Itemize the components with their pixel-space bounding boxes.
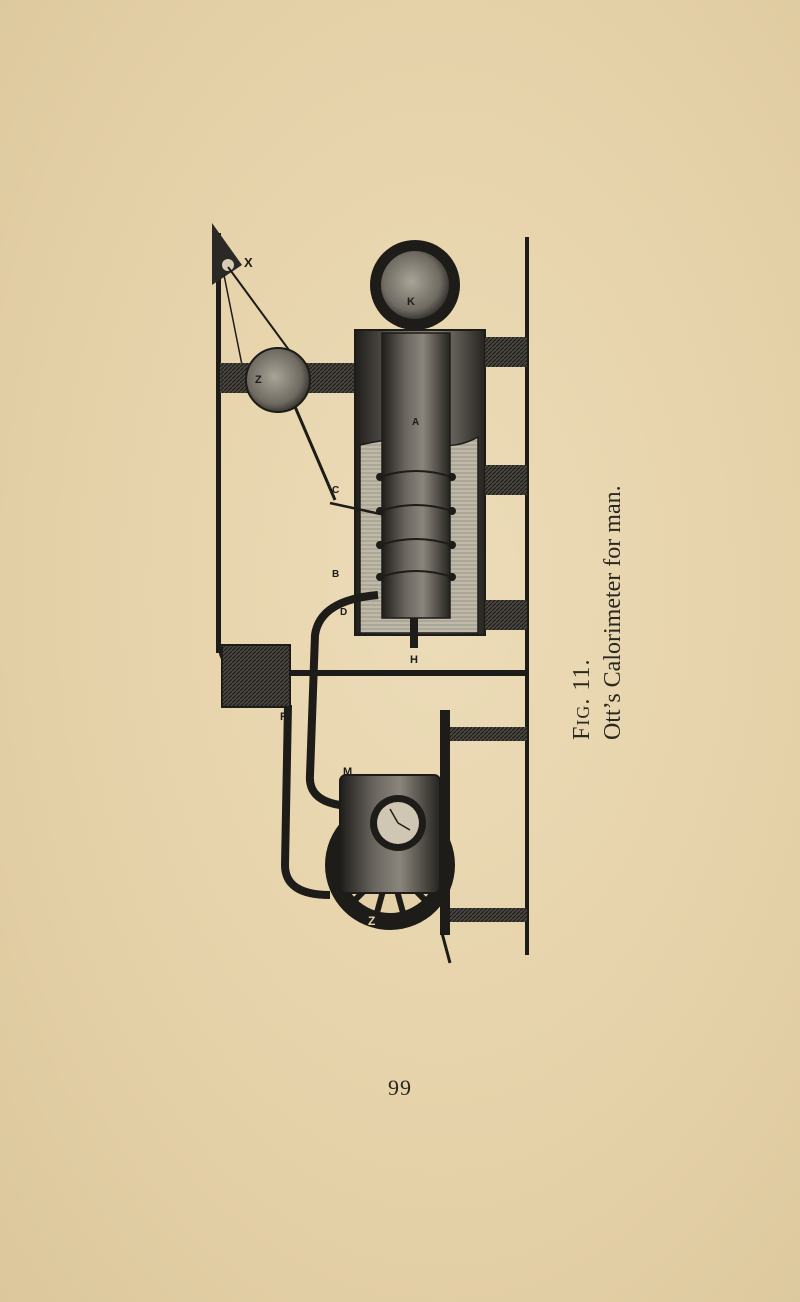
figure-label-prefix: F — [569, 725, 595, 740]
weight-block — [221, 644, 291, 708]
gear-z-top — [245, 347, 311, 413]
label-m: M — [343, 766, 352, 778]
label-a: A — [412, 417, 419, 428]
label-x: X — [244, 255, 253, 270]
label-c: C — [332, 485, 339, 496]
label-d: D — [340, 607, 347, 618]
page-number: 99 — [388, 1075, 412, 1100]
base-rail — [525, 237, 529, 955]
figure-label-number: . 11. — [569, 658, 595, 705]
label-b: B — [332, 569, 339, 580]
pulley-bracket — [212, 223, 242, 285]
label-r: R — [280, 711, 288, 723]
figure-title: Ott’s Calorimeter for man. — [600, 485, 626, 740]
figure-caption: FIG. 11. Ott’s Calorimeter for man. — [567, 485, 628, 740]
figure-label: FIG. 11. — [567, 485, 598, 740]
label-h: H — [410, 654, 418, 666]
label-k: K — [407, 296, 415, 308]
label-z-top: Z — [255, 374, 262, 386]
figure-label-smallcaps: IG — [573, 704, 593, 726]
left-rod — [216, 233, 221, 653]
calorimeter-illustration: X Z K A — [212, 223, 529, 964]
inner-cylinder — [381, 332, 451, 619]
label-z-bottom: Z — [368, 914, 375, 928]
